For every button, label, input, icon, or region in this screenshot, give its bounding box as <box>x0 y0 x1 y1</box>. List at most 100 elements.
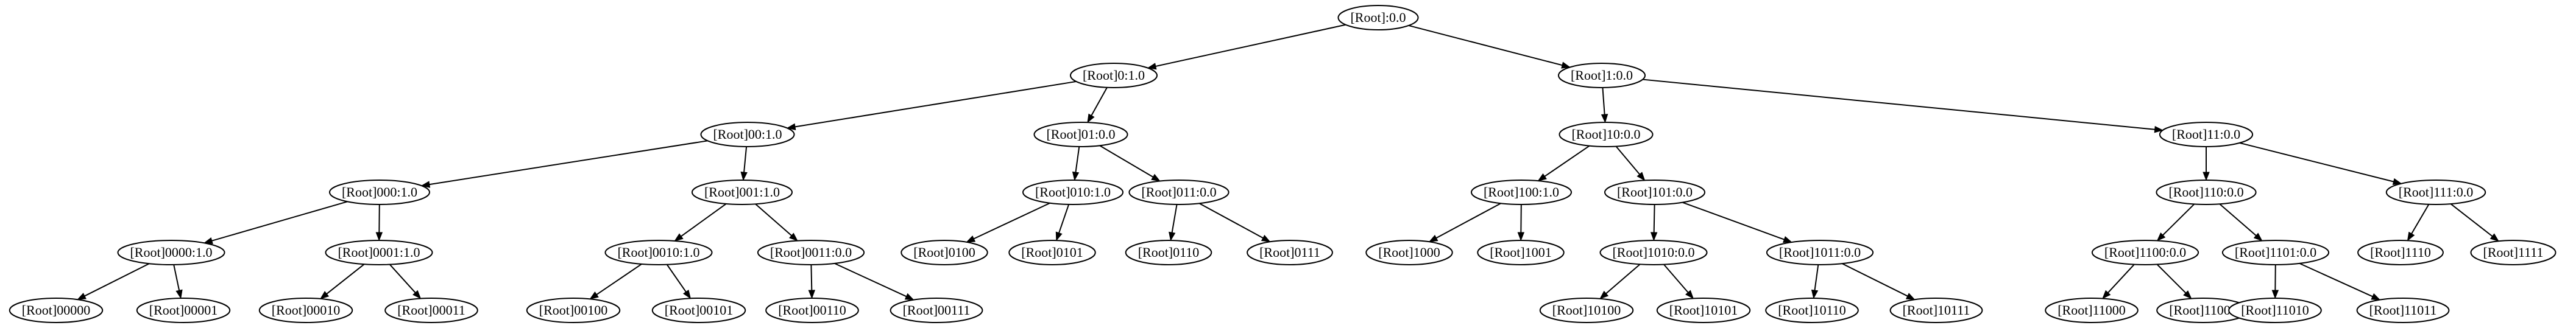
tree-nodes: [Root]:0.0[Root]0:1.0[Root]1:0.0[Root]00… <box>9 5 2557 323</box>
edge-n111-to-n1110 <box>2407 204 2430 242</box>
edge-n010-to-n0101 <box>1055 204 1070 242</box>
tree-node-n0: [Root]0:1.0 <box>1069 63 1158 88</box>
edge-line <box>1653 204 1655 233</box>
node-ellipse <box>1889 298 1983 323</box>
tree-node-n00100: [Root]00100 <box>526 298 621 323</box>
node-label: [Root]0011:0.0 <box>770 245 852 260</box>
edge-line <box>1643 79 2155 130</box>
node-label: [Root]0110 <box>1138 245 1200 260</box>
edge-n1010-to-n10101 <box>1663 263 1694 299</box>
edge-n1100-to-n11001 <box>2156 263 2192 299</box>
node-label: [Root]00100 <box>539 302 607 318</box>
tree-node-n110: [Root]110:0.0 <box>2156 180 2257 205</box>
arrowhead-icon <box>77 293 87 300</box>
node-ellipse <box>2385 180 2486 205</box>
arrowhead-icon <box>1561 61 1571 69</box>
node-ellipse <box>117 240 225 265</box>
tree-node-n10100: [Root]10100 <box>1539 298 1634 323</box>
edge-line <box>1544 145 1590 177</box>
edge-n010-to-n0100 <box>966 202 1050 243</box>
edge-n111-to-n1111 <box>2450 203 2500 242</box>
edge-n1101-to-n11011 <box>2299 262 2381 301</box>
tree-node-n0110: [Root]0110 <box>1125 240 1212 265</box>
node-ellipse <box>1470 180 1573 205</box>
tree-node-n00010: [Root]00010 <box>258 298 353 323</box>
arrowhead-icon <box>1905 293 1916 300</box>
node-ellipse <box>901 240 988 265</box>
edge-n0001-to-n00011 <box>389 263 422 299</box>
tree-node-n11000: [Root]11000 <box>2045 298 2139 323</box>
tree-node-n10101: [Root]10101 <box>1656 298 1751 323</box>
edge-line <box>1099 145 1154 178</box>
tree-node-n1011: [Root]1011:0.0 <box>1766 240 1874 265</box>
arrowhead-icon <box>1537 173 1547 181</box>
edge-line <box>2299 262 2373 298</box>
node-ellipse <box>757 240 865 265</box>
edge-root-to-n1 <box>1408 24 1571 69</box>
edge-line <box>1605 263 1641 295</box>
tree-node-n1001: [Root]1001 <box>1477 240 1565 265</box>
arrowhead-icon <box>1517 232 1525 242</box>
edge-n110-to-n1101 <box>2219 203 2263 242</box>
node-label: [Root]110:0.0 <box>2168 184 2243 200</box>
edge-line <box>84 263 150 297</box>
tree-node-n00110: [Root]00110 <box>765 298 859 323</box>
tree-node-n10111: [Root]10111 <box>1889 298 1983 323</box>
node-label: [Root]11010 <box>2241 302 2309 318</box>
edge-n101-to-n1010 <box>1650 204 1658 242</box>
node-ellipse <box>325 240 433 265</box>
edge-n0010-to-n00101 <box>666 264 692 299</box>
edge-line <box>2239 142 2394 183</box>
node-label: [Root]10101 <box>1669 302 1738 318</box>
node-ellipse <box>2091 240 2199 265</box>
node-label: [Root]00010 <box>272 302 340 318</box>
arrowhead-icon <box>1147 63 1157 70</box>
arrowhead-icon <box>2371 293 2381 301</box>
arrowhead-icon <box>1087 113 1095 124</box>
node-ellipse <box>1604 180 1706 205</box>
edge-line <box>389 263 416 293</box>
node-label: [Root]000:1.0 <box>342 184 417 200</box>
node-label: [Root]0010:1.0 <box>617 245 699 260</box>
node-label: [Root]00110 <box>778 302 846 318</box>
edge-line <box>1814 264 1819 291</box>
node-label: [Root]101:0.0 <box>1617 184 1693 200</box>
arrowhead-icon <box>740 172 748 181</box>
node-label: [Root]1010:0.0 <box>1612 245 1694 260</box>
edge-n0000-to-n00000 <box>77 263 150 300</box>
node-ellipse <box>136 298 231 323</box>
node-label: [Root]1101:0.0 <box>2235 245 2316 260</box>
arrowhead-icon <box>2203 172 2210 181</box>
tree-node-n1110: [Root]1110 <box>2357 240 2444 265</box>
arrowhead-icon <box>966 235 976 243</box>
edge-n000-to-n0000 <box>203 201 348 245</box>
node-ellipse <box>9 298 104 323</box>
edge-line <box>794 80 1077 128</box>
node-ellipse <box>604 240 713 265</box>
node-label: [Root]0100 <box>913 245 975 260</box>
edge-line <box>2450 203 2493 237</box>
arrowhead-icon <box>2102 290 2111 299</box>
edge-line <box>2156 263 2187 294</box>
arrowhead-icon <box>1428 234 1438 242</box>
edge-line <box>1682 201 1785 240</box>
edge-line <box>2411 204 2430 234</box>
node-ellipse <box>2357 240 2444 265</box>
arrowhead-icon <box>1261 234 1271 242</box>
node-ellipse <box>1599 240 1708 265</box>
node-ellipse <box>1033 122 1128 147</box>
node-ellipse <box>1069 63 1158 88</box>
node-label: [Root]001:1.0 <box>704 184 780 200</box>
edge-n0001-to-n00010 <box>319 263 365 299</box>
arrowhead-icon <box>412 290 422 299</box>
node-ellipse <box>1557 63 1646 88</box>
node-label: [Root]:0.0 <box>1350 10 1406 25</box>
arrowhead-icon <box>1169 231 1176 242</box>
edge-line <box>1155 24 1346 67</box>
node-label: [Root]0000:1.0 <box>130 245 212 260</box>
node-label: [Root]1011:0.0 <box>1779 245 1861 260</box>
node-label: [Root]011:0.0 <box>1141 184 1216 200</box>
tree-node-n010: [Root]010:1.0 <box>1022 180 1124 205</box>
arrowhead-icon <box>2156 232 2166 242</box>
